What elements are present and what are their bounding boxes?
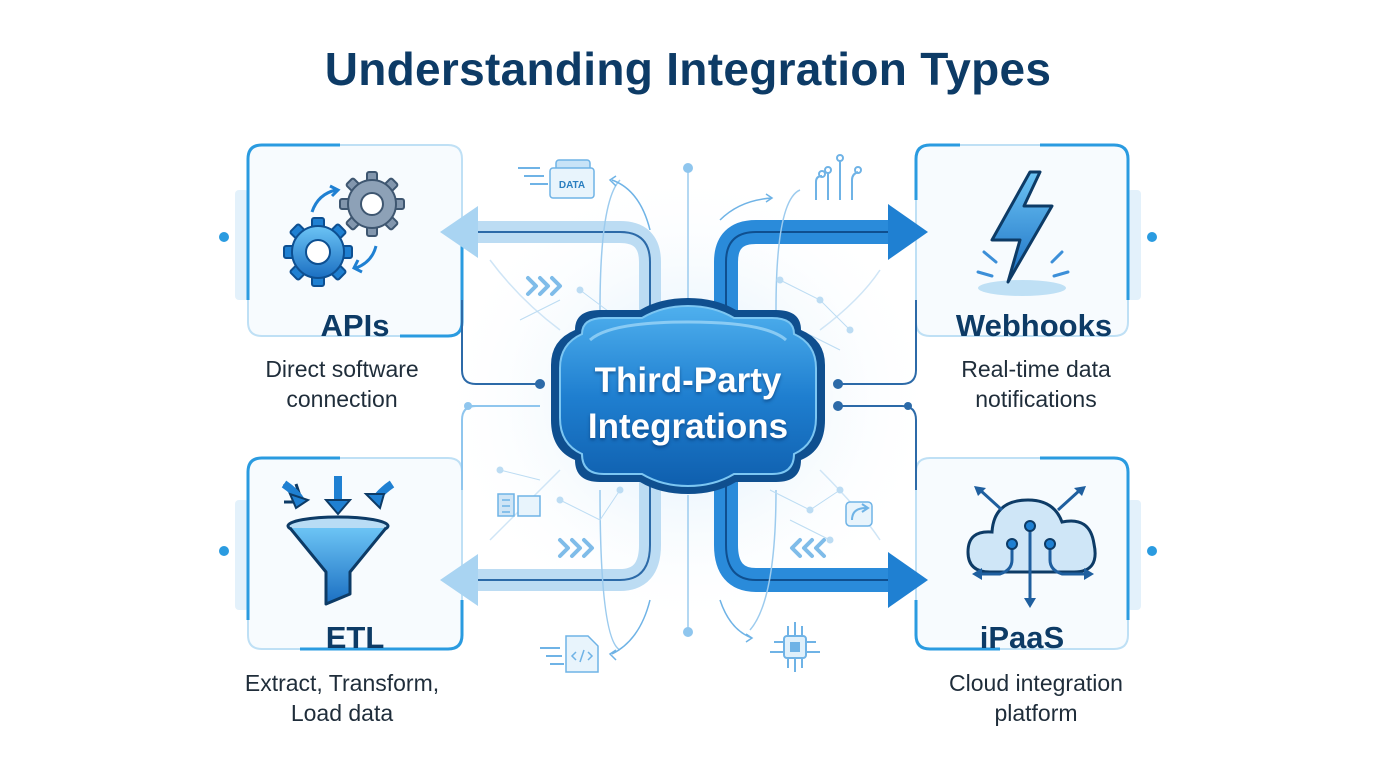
card-desc-line: Extract, Transform, xyxy=(244,670,440,696)
card-desc-line: notifications xyxy=(975,386,1097,412)
hub-label: Third-Party Integrations xyxy=(548,358,828,450)
card-desc-line: Direct software xyxy=(265,356,419,382)
card-apis xyxy=(235,143,464,338)
hub-node xyxy=(551,298,825,494)
card-desc-apis: Direct software connection xyxy=(192,354,492,414)
gears-icon xyxy=(283,171,405,287)
share-icon xyxy=(845,501,873,527)
arrow-to-etl xyxy=(440,460,661,606)
card-title-apis: APIs xyxy=(320,308,390,343)
hub-label-line2: Integrations xyxy=(587,407,789,446)
card-desc-line: connection xyxy=(286,386,398,412)
chevrons-left-icon xyxy=(790,538,826,558)
lightning-bolt-icon xyxy=(976,170,1070,296)
curved-arrow-icon xyxy=(719,599,754,643)
curved-arrow-icon xyxy=(608,599,651,661)
card-title-etl: ETL xyxy=(325,620,385,655)
cloud-network-icon xyxy=(966,486,1097,608)
funnel-icon xyxy=(281,476,395,606)
card-title-ipaas: iPaaS xyxy=(979,620,1065,655)
card-desc-line: Load data xyxy=(290,700,394,726)
curved-arrow-icon xyxy=(608,175,651,231)
network-lines xyxy=(489,163,881,651)
curved-arrow-icon xyxy=(719,193,774,221)
arrow-to-ipaas xyxy=(714,460,928,608)
arrow-to-apis xyxy=(440,206,661,340)
card-desc-line: platform xyxy=(994,700,1078,726)
circuit-icon xyxy=(815,154,862,200)
page-title: Understanding Integration Types xyxy=(324,43,1052,95)
card-desc-line: Real-time data xyxy=(961,356,1111,382)
connector-lines xyxy=(461,300,917,490)
card-desc-etl: Extract, Transform, Load data xyxy=(192,668,492,728)
card-desc-line: Cloud integration xyxy=(949,670,1123,696)
card-desc-webhooks: Real-time data notifications xyxy=(886,354,1186,414)
card-title-webhooks: Webhooks xyxy=(955,308,1113,343)
data-tag-text: DATA xyxy=(559,180,585,191)
document-icon xyxy=(497,493,541,517)
card-desc-ipaas: Cloud integration platform xyxy=(886,668,1186,728)
code-file-icon xyxy=(540,635,599,673)
arrow-to-webhooks xyxy=(714,204,928,340)
chevrons-right-icon xyxy=(558,538,594,558)
data-file-icon xyxy=(518,159,595,199)
chevrons-right-icon xyxy=(526,276,562,296)
chip-icon xyxy=(770,622,820,672)
hub-label-line1: Third-Party xyxy=(594,361,782,400)
